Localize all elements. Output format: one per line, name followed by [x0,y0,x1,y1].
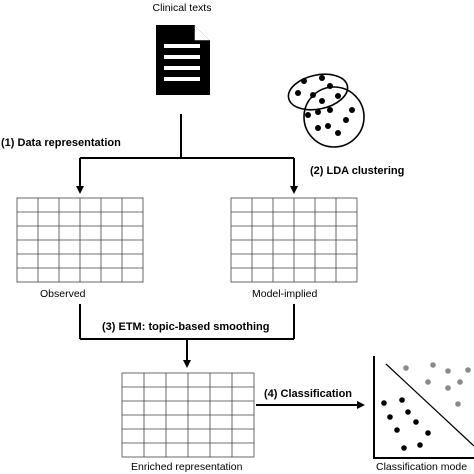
classifier-label: Classification mode [376,461,467,473]
classifier-scatter-icon [373,356,474,459]
step-4-label: (4) Classification [264,388,352,400]
enriched-label: Enriched representation [131,461,243,473]
enriched-matrix [121,372,255,458]
split-connector [76,114,298,194]
merge-connector [79,304,295,368]
step-2-label: (2) LDA clustering [310,165,404,177]
observed-label: Observed [40,288,86,300]
cluster-scatter-icon [287,73,365,148]
model-implied-label: Model-implied [252,288,318,300]
observed-matrix [16,197,144,283]
model-implied-matrix [230,197,358,283]
step-3-label: (3) ETM: topic-based smoothing [102,321,269,333]
step-1-label: (1) Data representation [1,137,121,149]
document-icon [156,25,210,95]
source-label: Clinical texts [153,2,212,14]
